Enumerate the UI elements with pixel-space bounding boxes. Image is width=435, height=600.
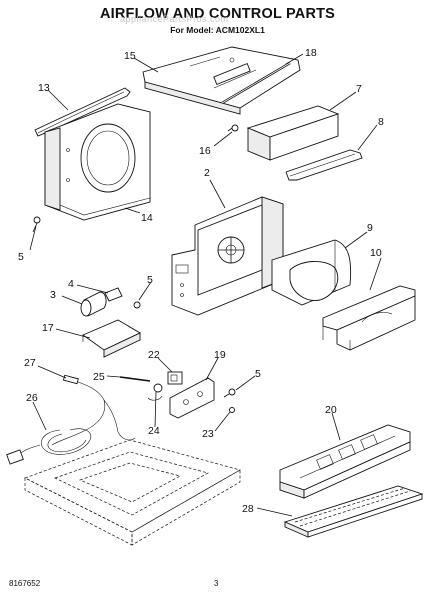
part-17-bracket (82, 319, 141, 358)
callout-14: 14 (141, 212, 153, 224)
callout-labels: 15 18 13 7 8 16 14 5 2 9 10 4 5 3 17 27 … (18, 47, 384, 515)
part-28-filter (283, 485, 424, 538)
callout-24: 24 (148, 425, 160, 437)
callout-5-right: 5 (255, 368, 261, 380)
leader-lines (29, 53, 382, 517)
callout-4: 4 (68, 278, 74, 290)
page-number: 3 (214, 579, 219, 588)
callout-16: 16 (199, 145, 211, 157)
model-subtitle: For Model: ACM102XL1 (170, 25, 265, 35)
base-pan-outline (24, 439, 241, 546)
callout-28: 28 (242, 503, 254, 515)
callout-19: 19 (214, 349, 226, 361)
watermark: appliancePartsPros.com (120, 14, 229, 24)
part-19-control-bracket (169, 377, 215, 419)
callout-22: 22 (148, 349, 160, 361)
callout-10: 10 (370, 247, 382, 259)
callout-2: 2 (204, 167, 210, 179)
part-4-clamp (104, 287, 123, 302)
part-10-air-housing (322, 285, 416, 351)
part-5-screw-cap (133, 301, 141, 309)
part-7-control-cover (246, 105, 340, 161)
part-14-orifice-panel (44, 103, 151, 221)
part-20-base-tray (279, 424, 411, 499)
callout-9: 9 (367, 222, 373, 234)
document-number: 8167652 (9, 579, 41, 588)
part-5-screw-right (223, 388, 236, 398)
part-2-bulkhead (171, 196, 284, 316)
part-3-capacitor (80, 291, 107, 317)
callout-7: 7 (356, 83, 362, 95)
part-24-thermostat (147, 383, 163, 401)
callout-13: 13 (38, 82, 50, 94)
callout-27: 27 (24, 357, 36, 369)
part-16-screw (227, 124, 239, 132)
part-27-connector (62, 374, 105, 401)
callout-5-left: 5 (18, 251, 24, 263)
callout-18: 18 (305, 47, 317, 59)
part-5-screw-left (32, 216, 41, 233)
part-18-rod (221, 61, 291, 105)
callout-5-cap: 5 (147, 274, 153, 286)
part-9-scroll-housing (271, 239, 352, 306)
diagram-title: AIRFLOW AND CONTROL PARTS (99, 6, 336, 22)
callout-15: 15 (124, 50, 136, 62)
part-15-top-cover (142, 46, 301, 115)
callout-25: 25 (93, 371, 105, 383)
callout-26: 26 (26, 392, 38, 404)
part-23-screw (229, 407, 235, 413)
callout-23: 23 (202, 428, 214, 440)
part-25-shaft (119, 376, 151, 382)
part-22-switch (167, 371, 183, 385)
callout-3: 3 (50, 289, 56, 301)
part-8-bracket (285, 149, 363, 181)
callout-8: 8 (378, 116, 384, 128)
callout-20: 20 (325, 404, 337, 416)
part-26-power-cord (6, 399, 136, 465)
callout-17: 17 (42, 322, 54, 334)
